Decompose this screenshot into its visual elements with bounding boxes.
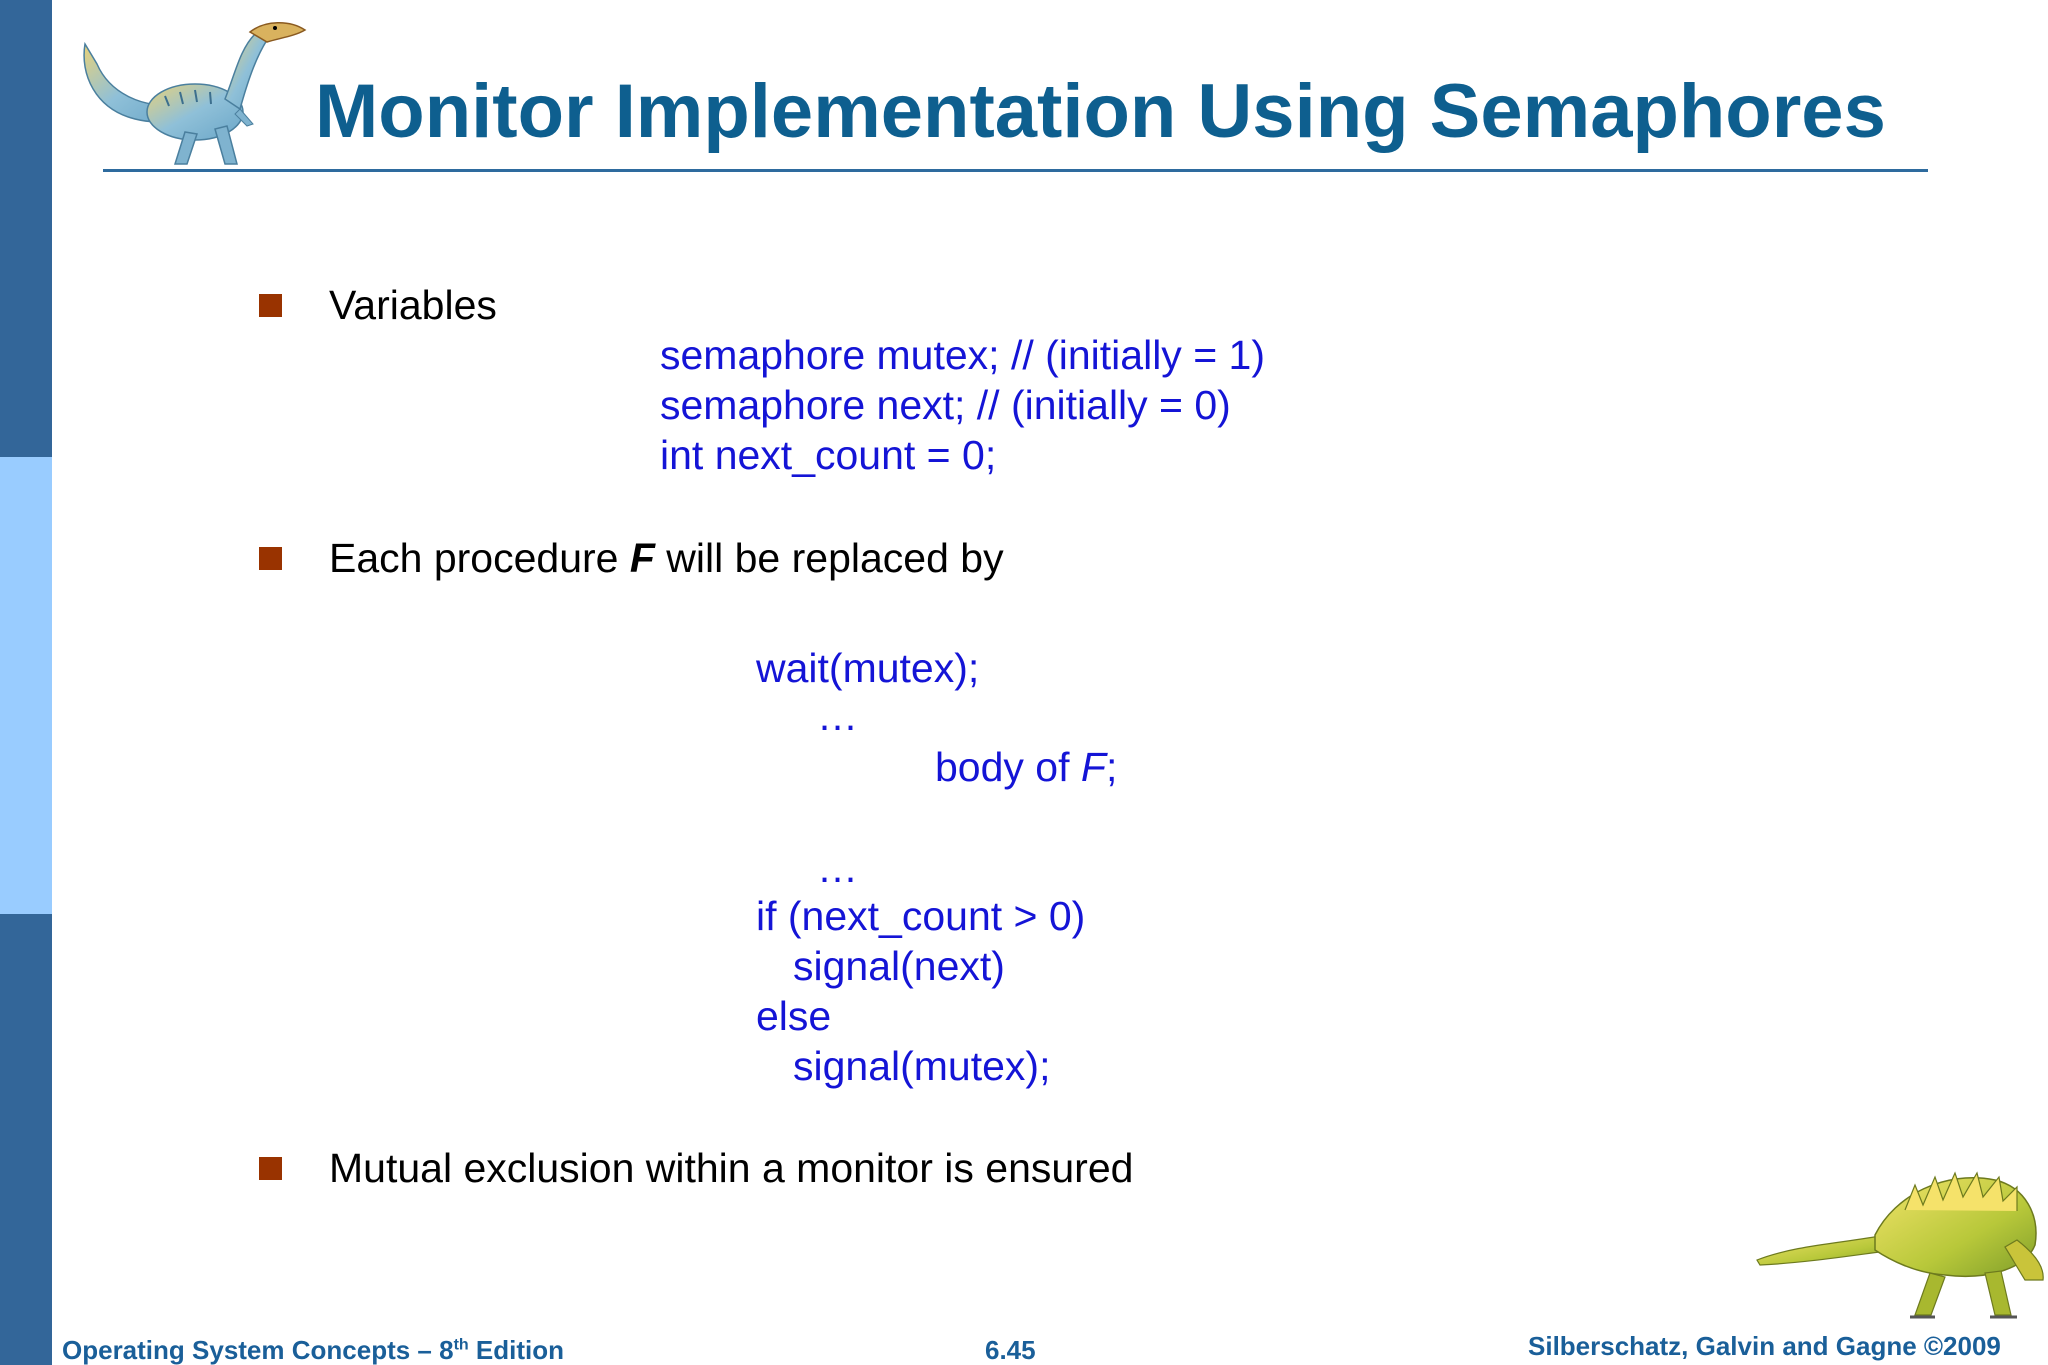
sidebar-segment-bottom [0, 914, 52, 1365]
sidebar-stripe [0, 0, 52, 1365]
code-line-body: body of F; [935, 744, 1117, 791]
footer-text: Operating System Concepts – 8 [62, 1335, 454, 1365]
sidebar-segment-top [0, 0, 52, 457]
code-line: … [817, 693, 858, 739]
text-segment: will be replaced by [654, 535, 1004, 581]
text-segment: Each procedure [329, 535, 630, 581]
procedure-name: F [629, 535, 655, 581]
code-line: if (next_count > 0) [756, 893, 1086, 939]
bullet-marker [259, 294, 282, 317]
bullet-text-variables: Variables [329, 282, 497, 328]
slide-title: Monitor Implementation Using Semaphores [315, 69, 1886, 154]
footer-book-title: Operating System Concepts – 8th Edition [62, 1335, 564, 1365]
bullet-marker [259, 1157, 282, 1180]
title-divider [103, 169, 1928, 172]
code-line: semaphore next; // (initially = 0) [660, 382, 1231, 428]
code-line: signal(next) [793, 943, 1005, 989]
bullet-text-procedure: Each procedure F will be replaced by [329, 535, 1004, 582]
procedure-name: F [1080, 744, 1106, 790]
code-line: wait(mutex); [756, 645, 980, 691]
footer-authors: Silberschatz, Galvin and Gagne ©2009 [1528, 1331, 2001, 1361]
code-line: signal(mutex); [793, 1043, 1051, 1089]
text-segment: body of [935, 744, 1081, 790]
code-line: semaphore mutex; // (initially = 1) [660, 332, 1265, 378]
footer-superscript: th [453, 1336, 469, 1354]
page-number: 6.45 [985, 1335, 1036, 1365]
code-line: else [756, 993, 832, 1039]
code-line: … [817, 845, 858, 891]
code-line: int next_count = 0; [660, 432, 997, 478]
dinosaur-icon [83, 22, 307, 165]
dinosaur-icon [1756, 1171, 2044, 1319]
footer-text: Edition [468, 1335, 564, 1365]
bullet-text-mutual-exclusion: Mutual exclusion within a monitor is ens… [329, 1145, 1134, 1191]
sidebar-segment-middle [0, 457, 52, 914]
bullet-marker [259, 547, 282, 570]
text-segment: ; [1105, 744, 1118, 790]
